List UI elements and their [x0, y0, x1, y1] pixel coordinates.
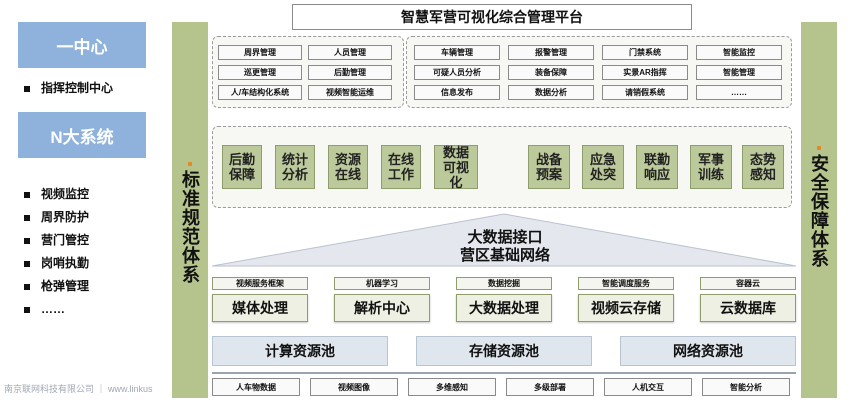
systems-list: 视频监控周界防护营门管控岗哨执勤枪弹管理 …… [24, 183, 154, 321]
service-label: 视频服务框架 [212, 277, 308, 290]
list-item-label: …… [41, 302, 65, 316]
list-item: 视频监控 [24, 183, 154, 206]
app-box: 人员管理 [308, 45, 392, 60]
resource-pool: 存储资源池 [416, 336, 592, 366]
module-box: 统计分析 [275, 145, 315, 189]
service-box: 解析中心 [334, 294, 430, 322]
list-item: 周界防护 [24, 206, 154, 229]
module-label: 后勤保障 [228, 152, 255, 182]
resource-pool: 网络资源池 [620, 336, 796, 366]
list-item-label: 视频监控 [41, 187, 90, 201]
accent-dot [817, 146, 821, 150]
app-box: 可疑人员分析 [414, 65, 500, 80]
app-box: 智能管理 [696, 65, 782, 80]
bullet-icon [24, 85, 30, 92]
app-box: 后勤管理 [308, 65, 392, 80]
bullet-icon [24, 283, 30, 290]
list-item: 枪弹管理 [24, 275, 154, 298]
service-box: 媒体处理 [212, 294, 308, 322]
module-box: 态势感知 [742, 145, 784, 189]
app-box: 装备保障 [508, 65, 594, 80]
standards-bar-label: 标准规范体系 [180, 170, 200, 284]
module-label: 应急处突 [589, 152, 616, 182]
app-box: 实景AR指挥 [602, 65, 688, 80]
accent-dot [188, 162, 192, 166]
network-title: 营区基础网络 [459, 247, 550, 264]
bullet-icon [24, 191, 30, 198]
data-source-box: 多维感知 [408, 378, 496, 396]
resource-pool: 计算资源池 [212, 336, 388, 366]
app-box: 视频智能运维 [308, 85, 392, 100]
systems-title: N大系统 [18, 112, 146, 158]
list-item-label: 指挥控制中心 [41, 81, 114, 95]
module-box: 联勤响应 [636, 145, 678, 189]
app-box: 数据分析 [508, 85, 594, 100]
module-label: 战备预案 [535, 152, 562, 182]
app-box: 智能监控 [696, 45, 782, 60]
list-item: …… [24, 298, 154, 321]
list-item: 营门管控 [24, 229, 154, 252]
data-source-box: 视频图像 [310, 378, 398, 396]
module-label: 在线工作 [387, 152, 414, 182]
app-box: 报警管理 [508, 45, 594, 60]
service-label: 数据挖掘 [456, 277, 552, 290]
module-box: 后勤保障 [222, 145, 262, 189]
security-bar-label: 安全保障体系 [809, 154, 829, 268]
module-label: 军事训练 [697, 152, 724, 182]
data-source-box: 人机交互 [604, 378, 692, 396]
bullet-icon [24, 306, 30, 313]
app-box: 周界管理 [218, 45, 302, 60]
app-box: 信息发布 [414, 85, 500, 100]
list-item-label: 岗哨执勤 [41, 256, 90, 270]
bigdata-title: 大数据接口 [467, 229, 543, 246]
bullet-icon [24, 260, 30, 267]
module-label: 联勤响应 [643, 152, 670, 182]
module-box: 军事训练 [690, 145, 732, 189]
module-box: 应急处突 [582, 145, 624, 189]
service-label: 智能调度服务 [578, 277, 674, 290]
data-source-box: 智能分析 [702, 378, 790, 396]
module-box: 在线工作 [381, 145, 421, 189]
service-label: 容器云 [700, 277, 796, 290]
app-box: 请销假系统 [602, 85, 688, 100]
app-box: 门禁系统 [602, 45, 688, 60]
center-title: 一中心 [18, 22, 146, 68]
module-box: 数据可视化 [434, 144, 478, 190]
security-bar: 安全保障体系 [801, 22, 837, 398]
bullet-icon [24, 214, 30, 221]
center-list: 指挥控制中心 [24, 77, 154, 100]
module-label: 统计分析 [281, 152, 308, 182]
service-box: 视频云存储 [578, 294, 674, 322]
module-box: 战备预案 [528, 145, 570, 189]
service-box: 大数据处理 [456, 294, 552, 322]
platform-title: 智慧军营可视化综合管理平台 [292, 4, 692, 30]
footer-text: 南京联网科技有限公司 ｜ www.linkus [4, 384, 153, 394]
app-box: …… [696, 85, 782, 100]
list-item-label: 营门管控 [41, 233, 90, 247]
service-box: 云数据库 [700, 294, 796, 322]
list-item: 岗哨执勤 [24, 252, 154, 275]
service-label: 机器学习 [334, 277, 430, 290]
app-box: 巡更管理 [218, 65, 302, 80]
list-item-label: 周界防护 [41, 210, 90, 224]
list-item: 指挥控制中心 [24, 77, 154, 100]
module-label: 态势感知 [749, 152, 776, 182]
app-box: 人/车结构化系统 [218, 85, 302, 100]
bigdata-roof [212, 213, 796, 267]
divider-line [212, 372, 796, 374]
data-source-box: 人车物数据 [212, 378, 300, 396]
data-source-box: 多级部署 [506, 378, 594, 396]
module-label: 资源在线 [334, 152, 361, 182]
module-label: 数据可视化 [442, 144, 469, 190]
standards-bar: 标准规范体系 [172, 22, 208, 398]
bullet-icon [24, 237, 30, 244]
list-item-label: 枪弹管理 [41, 279, 90, 293]
module-box: 资源在线 [328, 145, 368, 189]
app-box: 车辆管理 [414, 45, 500, 60]
